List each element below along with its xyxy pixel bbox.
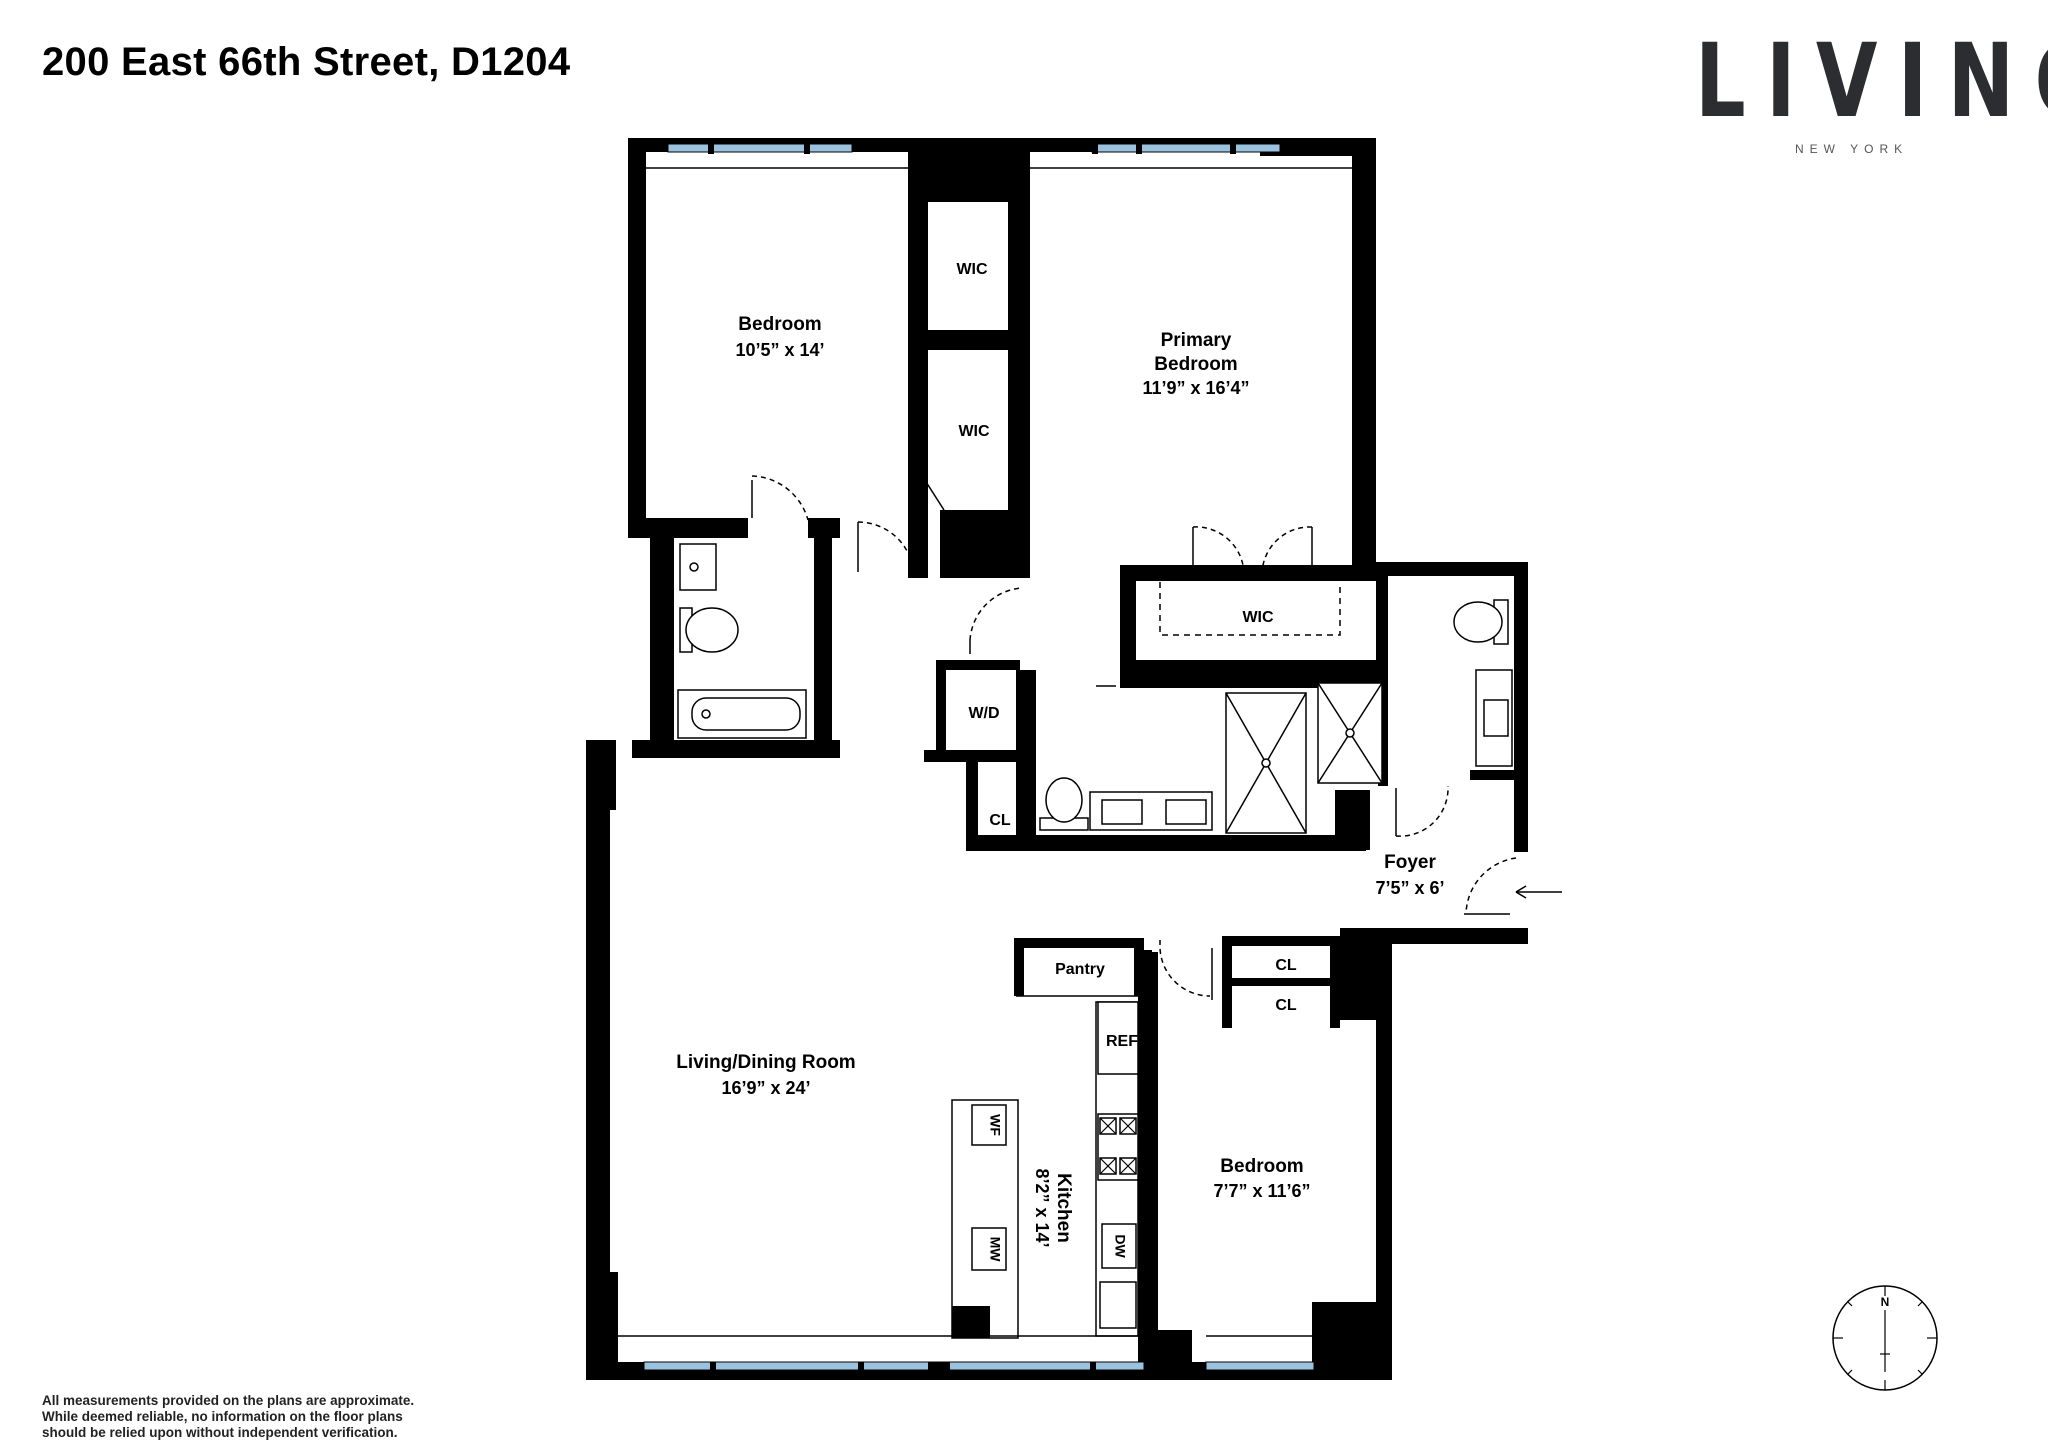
living-logo: LIVING: [1695, 22, 2048, 141]
disclaimer-line-2: While deemed reliable, no information on…: [42, 1409, 403, 1424]
disclaimer-line-3: should be relied upon without independen…: [42, 1425, 398, 1440]
window-mullions: [708, 140, 1236, 1376]
ref-label: REF: [1106, 1033, 1138, 1050]
bedroom-2-size: 7’7” x 11’6”: [1213, 1181, 1310, 1201]
dw-label: DW: [1112, 1234, 1128, 1258]
compass-icon: N: [1832, 1285, 1938, 1391]
windows: [643, 143, 1315, 1371]
primary-bedroom-size: 11’9” x 16’4”: [1142, 378, 1249, 398]
living-dining-size: 16’9” x 24’: [721, 1078, 810, 1098]
primary-bedroom-name-2: Bedroom: [1154, 354, 1237, 375]
wic-label-2: WIC: [958, 423, 990, 440]
wic-label-3: WIC: [1242, 609, 1274, 626]
kitchen-size: 8’2” x 14’: [1032, 1168, 1052, 1247]
pantry-label: Pantry: [1055, 961, 1105, 978]
walls: [586, 138, 1528, 1380]
living-dining-name: Living/Dining Room: [676, 1052, 855, 1073]
foyer-size: 7’5” x 6’: [1375, 878, 1444, 898]
listing-title: 200 East 66th Street, D1204: [42, 40, 571, 84]
bedroom-2-name: Bedroom: [1220, 1156, 1303, 1177]
logo-subtitle: NEW YORK: [1795, 142, 1909, 156]
bedroom-1-size: 10’5” x 14’: [735, 340, 824, 360]
stove-x: [1099, 1117, 1137, 1175]
wic-label-1: WIC: [956, 261, 988, 278]
disclaimer: All measurements provided on the plans a…: [42, 1393, 414, 1441]
wf-label: WF: [987, 1114, 1003, 1136]
fixtures: [677, 543, 1513, 1329]
bedroom-1-name: Bedroom: [738, 314, 821, 335]
compass-north-label: N: [1881, 1295, 1890, 1309]
wd-label: W/D: [968, 705, 999, 722]
kitchen-name: Kitchen: [1053, 1173, 1074, 1243]
cl-label-1: CL: [989, 812, 1011, 829]
foyer-name: Foyer: [1384, 852, 1436, 873]
cl-label-3: CL: [1275, 997, 1297, 1014]
mw-label: MW: [987, 1237, 1003, 1263]
disclaimer-line-1: All measurements provided on the plans a…: [42, 1393, 415, 1408]
doors: [751, 230, 1562, 1000]
cl-label-2: CL: [1275, 957, 1297, 974]
primary-bedroom-name-1: Primary: [1161, 330, 1232, 351]
